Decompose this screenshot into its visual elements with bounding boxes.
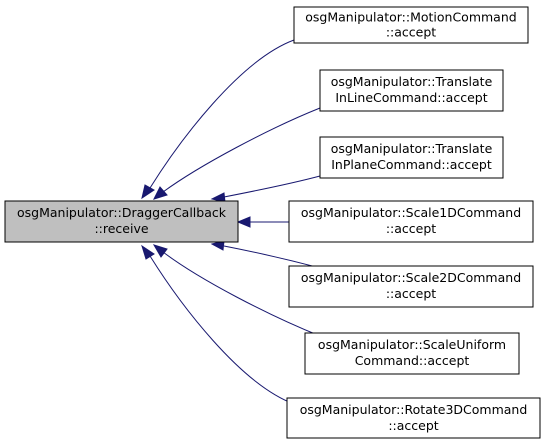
caller-node-line1: osgManipulator::Translate: [331, 74, 493, 89]
caller-node-scale2d-command[interactable]: osgManipulator::Scale2DCommand ::accept: [288, 265, 534, 308]
edge-scale2d-command: [210, 240, 321, 269]
caller-node-rotate3d-command[interactable]: osgManipulator::Rotate3DCommand ::accept: [286, 397, 541, 439]
edge-translate-inplane-command: [210, 175, 321, 203]
main-node-line1: osgManipulator::DraggerCallback: [17, 205, 227, 220]
caller-node-scale1d-command[interactable]: osgManipulator::Scale1DCommand ::accept: [288, 200, 534, 243]
caller-node-line2: InLineCommand::accept: [335, 90, 487, 105]
main-node[interactable]: osgManipulator::DraggerCallback ::receiv…: [4, 200, 239, 243]
caller-node-line2: ::accept: [386, 286, 436, 301]
main-node-line2: ::receive: [94, 221, 148, 236]
edge-rotate3d-command: [141, 244, 295, 405]
caller-node-scaleuniform-command[interactable]: osgManipulator::ScaleUniform Command::ac…: [304, 332, 520, 375]
caller-node-line1: osgManipulator::ScaleUniform: [318, 337, 506, 352]
caller-node-line1: osgManipulator::Scale1DCommand: [301, 205, 521, 220]
edge-scale1d-command: [236, 216, 289, 228]
caller-node-motion-command[interactable]: osgManipulator::MotionCommand ::accept: [293, 6, 529, 44]
caller-node-line1: osgManipulator::Rotate3DCommand: [300, 402, 528, 417]
caller-node-line2: ::accept: [386, 25, 436, 40]
edge-scaleuniform-command: [152, 244, 321, 337]
edge-motion-command: [141, 39, 295, 200]
caller-node-translate-inplane-command[interactable]: osgManipulator::Translate InPlaneCommand…: [319, 136, 504, 179]
caller-node-line2: InPlaneCommand::accept: [331, 157, 492, 172]
caller-node-line1: osgManipulator::Scale2DCommand: [301, 270, 521, 285]
caller-node-translate-inline-command[interactable]: osgManipulator::Translate InLineCommand:…: [319, 69, 504, 112]
caller-node-line2: Command::accept: [355, 353, 470, 368]
caller-node-line2: ::accept: [388, 418, 438, 433]
caller-node-line2: ::accept: [386, 221, 436, 236]
edge-translate-inline-command: [153, 107, 321, 200]
caller-node-line1: osgManipulator::Translate: [331, 141, 493, 156]
caller-node-line1: osgManipulator::MotionCommand: [305, 10, 516, 25]
